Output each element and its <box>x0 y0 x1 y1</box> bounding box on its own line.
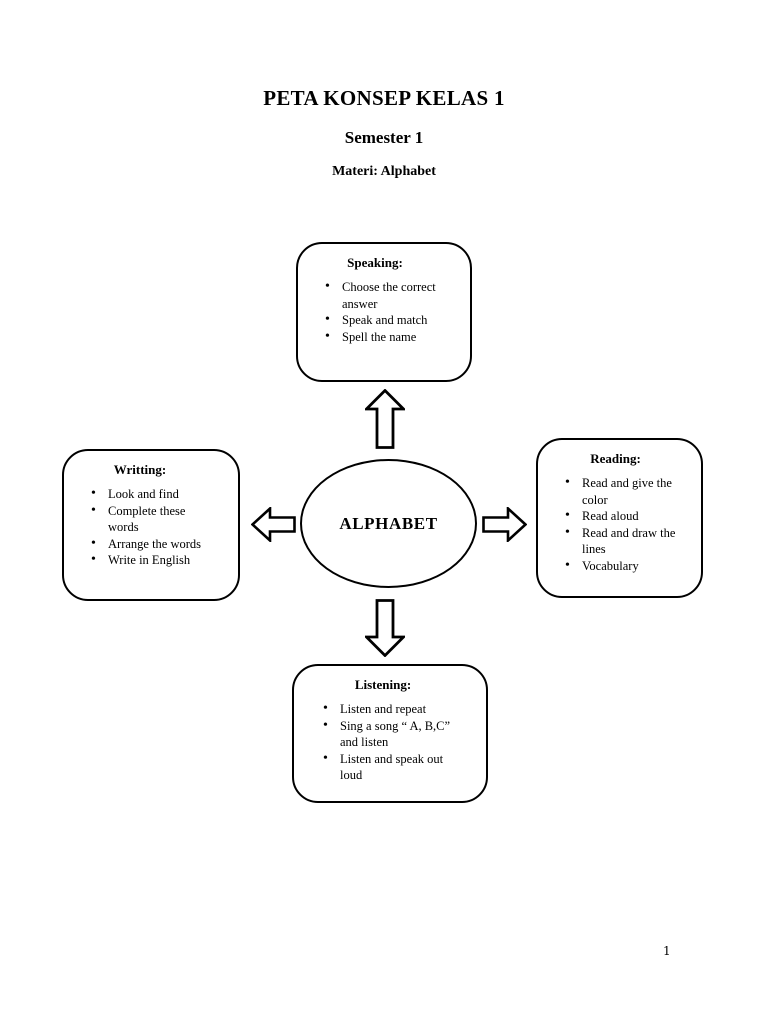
node-reading: Reading: Read and give the color Read al… <box>536 438 703 598</box>
node-speaking-list: Choose the correct answer Speak and matc… <box>302 278 448 346</box>
center-node-label: ALPHABET <box>339 513 438 533</box>
node-listening: Listening: Listen and repeat Sing a song… <box>292 664 488 803</box>
list-item: Listen and speak out loud <box>310 750 466 784</box>
list-item: Look and find <box>78 485 212 503</box>
page-subtitle: Semester 1 <box>344 128 424 147</box>
list-item: Read aloud <box>552 507 689 525</box>
node-speaking: Speaking: Choose the correct answer Spea… <box>296 242 472 382</box>
list-item: Complete these words <box>78 502 212 536</box>
node-reading-list: Read and give the color Read aloud Read … <box>542 474 689 575</box>
down-arrow-icon <box>365 599 405 657</box>
node-listening-list: Listen and repeat Sing a song “ A, B,C” … <box>300 700 466 784</box>
list-item: Listen and repeat <box>310 700 466 718</box>
up-arrow-icon <box>365 389 405 449</box>
center-node-alphabet: ALPHABET <box>300 459 477 588</box>
node-reading-title: Reading: <box>590 451 641 466</box>
list-item: Arrange the words <box>78 535 212 553</box>
node-writting: Writting: Look and find Complete these w… <box>62 449 240 601</box>
page-number: 1 <box>663 944 671 958</box>
list-item: Read and give the color <box>552 474 689 508</box>
page-title: PETA KONSEP KELAS 1 <box>263 86 505 110</box>
list-item: Sing a song “ A, B,C” and listen <box>310 717 466 751</box>
left-arrow-icon <box>251 507 296 542</box>
list-item: Speak and match <box>312 311 448 329</box>
node-writting-title: Writting: <box>113 462 167 477</box>
list-item: Write in English <box>78 551 212 569</box>
list-item: Vocabulary <box>552 557 689 575</box>
list-item: Read and draw the lines <box>552 524 689 558</box>
node-speaking-title: Speaking: <box>347 255 403 270</box>
node-writting-list: Look and find Complete these words Arran… <box>68 485 212 569</box>
page-topic: Materi: Alphabet <box>332 164 436 179</box>
document-header: PETA KONSEP KELAS 1 Semester 1 Materi: A… <box>0 0 768 180</box>
list-item: Spell the name <box>312 328 448 346</box>
right-arrow-icon <box>482 507 527 542</box>
list-item: Choose the correct answer <box>312 278 448 312</box>
node-listening-title: Listening: <box>354 677 412 692</box>
